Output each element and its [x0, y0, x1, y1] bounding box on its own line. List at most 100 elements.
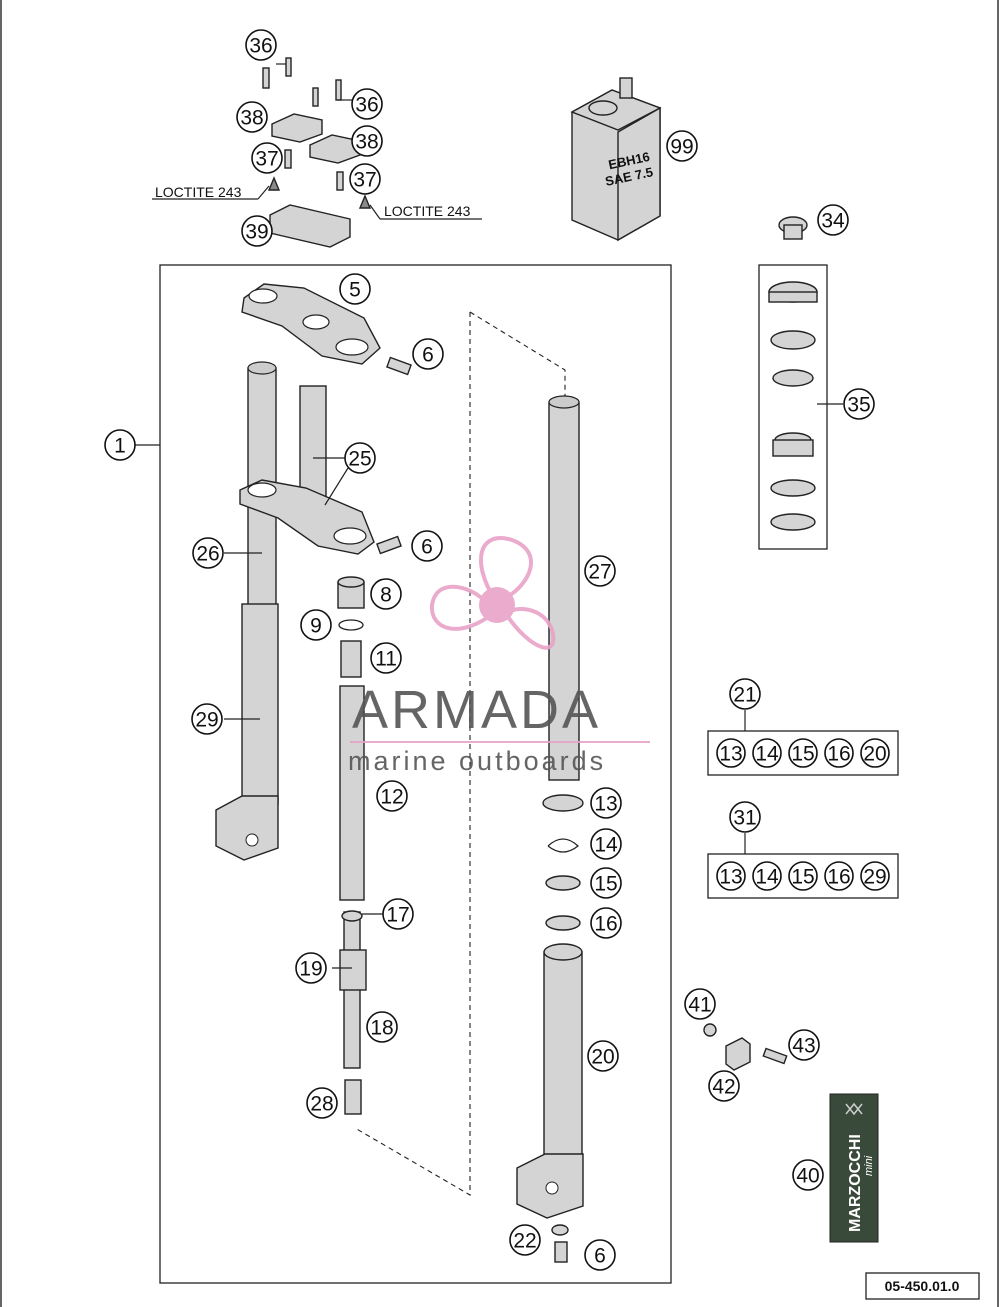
callout-25: 25 — [344, 442, 376, 474]
callout-39: 39 — [241, 215, 273, 247]
kit-31-item: 14 — [752, 861, 782, 891]
marzocchi-sub: mini — [863, 1155, 875, 1176]
handlebar-clamp-parts — [262, 57, 372, 248]
svg-text:13: 13 — [594, 793, 617, 816]
svg-text:18: 18 — [370, 1017, 393, 1040]
svg-text:16: 16 — [827, 866, 850, 889]
watermark-subtitle: marine outboards — [348, 746, 606, 776]
watermark-title: ARMADA — [352, 680, 601, 740]
svg-text:37: 37 — [353, 169, 376, 192]
kit-21-item: 20 — [860, 738, 890, 768]
svg-text:6: 6 — [422, 344, 434, 367]
svg-text:28: 28 — [310, 1093, 333, 1116]
cable-guide-parts — [703, 1023, 788, 1071]
callout-38: 38 — [236, 101, 268, 133]
svg-text:19: 19 — [299, 958, 322, 981]
svg-text:13: 13 — [719, 743, 742, 766]
callout-16: 16 — [590, 907, 622, 939]
callout-1: 1 — [104, 429, 136, 461]
svg-text:12: 12 — [380, 786, 403, 809]
kit-31-item: 13 — [716, 861, 746, 891]
steering-stem-and-lower-clamp — [239, 385, 402, 555]
kit-31-item: 15 — [788, 861, 818, 891]
callout-42: 42 — [708, 1070, 740, 1102]
callout-18: 18 — [366, 1011, 398, 1043]
callout-9: 9 — [300, 609, 332, 641]
callout-13: 13 — [590, 787, 622, 819]
svg-text:27: 27 — [588, 561, 611, 584]
svg-text:22: 22 — [513, 1230, 536, 1253]
inner-fork-parts — [337, 576, 367, 1115]
kit-21-item: 16 — [824, 738, 854, 768]
svg-text:1: 1 — [114, 435, 126, 458]
svg-text:15: 15 — [791, 743, 814, 766]
svg-text:5: 5 — [349, 279, 361, 302]
callout-22: 22 — [509, 1224, 541, 1256]
dashed-guide-bottom — [354, 312, 471, 1196]
svg-text:17: 17 — [386, 904, 409, 927]
svg-text:29: 29 — [863, 866, 886, 889]
callout-11: 11 — [370, 642, 402, 674]
svg-text:14: 14 — [755, 743, 779, 766]
svg-text:31: 31 — [733, 807, 756, 830]
svg-text:6: 6 — [421, 536, 433, 559]
callout-21: 21 — [729, 678, 761, 710]
callout-27: 27 — [584, 555, 616, 587]
kit-31-item: 16 — [824, 861, 854, 891]
svg-text:43: 43 — [792, 1035, 815, 1058]
svg-text:16: 16 — [827, 743, 850, 766]
loctite-note-right: LOCTITE 243 — [384, 203, 471, 219]
callout-14: 14 — [590, 828, 622, 860]
svg-text:39: 39 — [245, 221, 268, 244]
svg-text:40: 40 — [796, 1165, 819, 1188]
callout-19: 19 — [295, 952, 327, 984]
callout-8: 8 — [370, 578, 402, 610]
callout-41: 41 — [684, 988, 716, 1020]
svg-text:41: 41 — [688, 994, 711, 1017]
svg-text:15: 15 — [791, 866, 814, 889]
kit-31-frame — [707, 853, 899, 899]
svg-text:42: 42 — [712, 1076, 735, 1099]
svg-text:11: 11 — [375, 648, 397, 671]
svg-text:20: 20 — [591, 1046, 614, 1069]
steering-head-parts — [768, 216, 818, 531]
propeller-logo — [429, 536, 556, 650]
svg-text:14: 14 — [755, 866, 779, 889]
callout-15: 15 — [590, 867, 622, 899]
kit-21-item: 14 — [752, 738, 782, 768]
svg-text:37: 37 — [255, 148, 278, 171]
svg-text:8: 8 — [380, 584, 392, 607]
watermark-rule — [350, 741, 650, 743]
svg-text:99: 99 — [670, 136, 693, 159]
fork-oil-can: EBH16 SAE 7.5 — [570, 77, 662, 242]
left-fork-leg — [215, 361, 279, 861]
callout-6: 6 — [411, 530, 443, 562]
fork-assembly-frame — [159, 264, 672, 1284]
svg-text:29: 29 — [195, 709, 218, 732]
svg-text:9: 9 — [310, 615, 322, 638]
callout-43: 43 — [788, 1029, 820, 1061]
loctite-note-left: LOCTITE 243 — [155, 184, 242, 200]
svg-text:6: 6 — [594, 1245, 606, 1268]
callout-35: 35 — [843, 388, 875, 420]
svg-text:38: 38 — [355, 131, 378, 154]
kit-21-item: 13 — [716, 738, 746, 768]
svg-text:15: 15 — [594, 873, 617, 896]
svg-text:35: 35 — [847, 394, 870, 417]
svg-text:36: 36 — [249, 35, 272, 58]
svg-text:21: 21 — [733, 684, 756, 707]
dashed-guide-right-top — [469, 311, 566, 400]
upper-triple-clamp — [241, 283, 412, 376]
drawing-reference-number: 05-450.01.0 — [885, 1278, 960, 1294]
kit-21-frame — [707, 730, 899, 776]
callout-36: 36 — [351, 88, 383, 120]
callout-26: 26 — [192, 537, 224, 569]
drawing-reference: 05-450.01.0 — [865, 1272, 980, 1300]
steering-bearing-frame — [758, 264, 828, 550]
callout-6: 6 — [412, 338, 444, 370]
callout-37: 37 — [349, 163, 381, 195]
svg-text:26: 26 — [196, 543, 219, 566]
callout-28: 28 — [306, 1087, 338, 1119]
callout-12: 12 — [376, 780, 408, 812]
kit-31-item: 29 — [860, 861, 890, 891]
